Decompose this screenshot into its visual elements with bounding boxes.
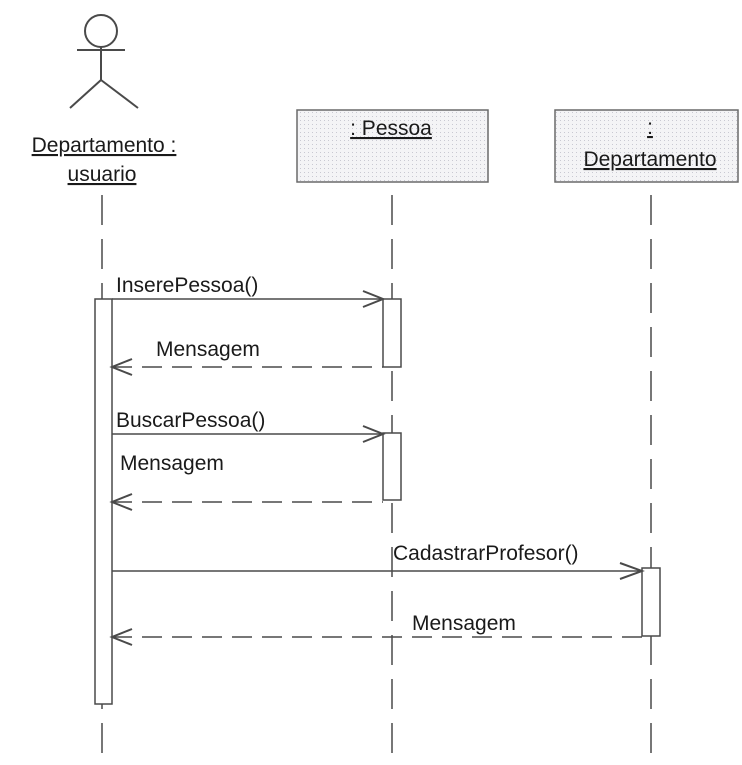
arrowhead-return-1 [109,358,133,376]
activation-actor [94,298,113,705]
actor-right-leg [100,79,139,109]
arrowhead-return-2 [109,493,133,511]
actor-figure [69,14,139,109]
arrowhead-cadastrar-profesor [619,562,645,580]
object-name-departamento-line2: Departamento [583,148,716,171]
message-label-buscar-pessoa: BuscarPessoa() [116,409,265,432]
actor-name-line1: Departamento : [32,134,177,157]
arrowhead-return-3 [109,628,133,646]
message-label-cadastrar-profesor: CadastrarProfesor() [393,542,579,565]
actor-left-leg [69,79,102,109]
object-box-departamento [554,109,739,183]
return-label-3: Mensagem [412,612,516,635]
object-name-pessoa: : Pessoa [350,117,432,140]
object-box-pessoa [296,109,489,183]
arrowhead-insere-pessoa [362,290,386,308]
actor-head [84,14,118,48]
activation-pessoa-1 [382,298,402,368]
arrowhead-buscar-pessoa [362,425,386,443]
object-name-departamento-line1: : [647,116,653,139]
return-label-1: Mensagem [156,338,260,361]
message-label-insere-pessoa: InserePessoa() [116,274,258,297]
activation-pessoa-2 [382,432,402,501]
actor-name-line2: usuario [68,163,137,186]
activation-departamento [641,567,661,637]
return-label-2: Mensagem [120,452,224,475]
